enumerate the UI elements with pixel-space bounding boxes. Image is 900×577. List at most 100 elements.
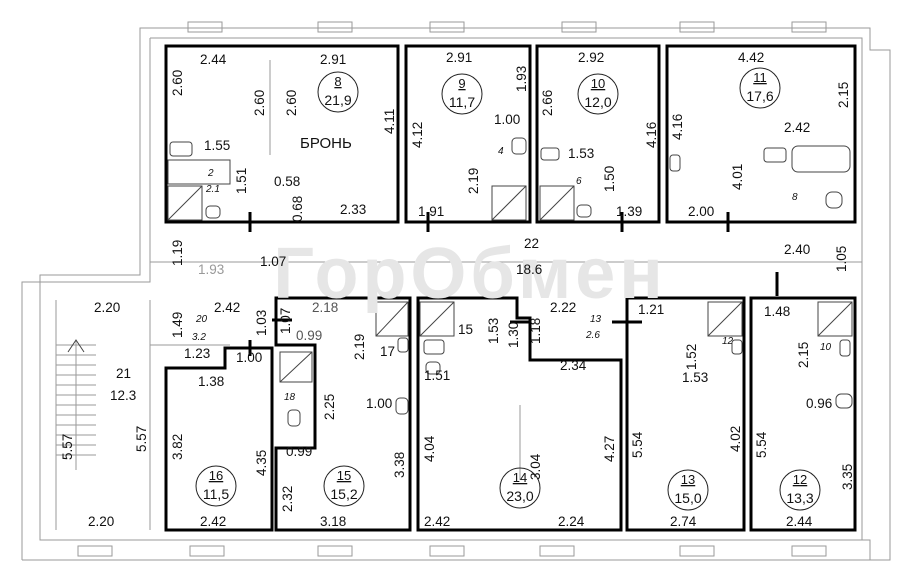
room-16-label[interactable]: 16 11,5: [195, 465, 237, 507]
dim: 12.3: [110, 388, 136, 403]
dim: 1.48: [764, 304, 790, 319]
dim: 22: [524, 236, 539, 251]
room-outlines: [164, 44, 857, 532]
room-16-outline: [164, 346, 274, 532]
dim: 17: [380, 344, 395, 359]
room-9-outline: [404, 44, 532, 224]
dim: 5.57: [60, 434, 75, 460]
dim: 12: [722, 336, 734, 347]
dim: 3.04: [528, 453, 543, 480]
room-12-number: 12: [793, 472, 807, 487]
room-8-area: 21,9: [324, 92, 351, 108]
dim: 2.42: [424, 514, 450, 529]
dim: 1.23: [184, 346, 210, 361]
dim: 21: [116, 366, 131, 381]
dim: 1.50: [602, 166, 617, 192]
dim: 1.53: [682, 370, 708, 385]
reserved-label: БРОНЬ: [300, 135, 352, 152]
dim: 4.27: [602, 436, 617, 462]
dim: 18.6: [516, 262, 542, 277]
dim: 2.6: [585, 330, 600, 341]
room-15-number: 15: [337, 468, 351, 483]
dim: 2.40: [784, 242, 810, 257]
room-11-number: 11: [753, 70, 767, 85]
room-10-outline: [535, 44, 661, 224]
dim: 2.00: [688, 204, 714, 219]
dim: 1.51: [424, 368, 450, 383]
room-11-label[interactable]: 11 17,6: [739, 67, 781, 109]
dim: 1.07: [260, 254, 286, 269]
dim: 1.18: [528, 318, 543, 344]
room-14-number: 14: [513, 470, 527, 485]
room-14-label[interactable]: 14 23,0: [499, 467, 541, 509]
dim: 3.2: [192, 332, 206, 343]
room-8-label[interactable]: 8 21,9: [317, 71, 359, 113]
room-12-area: 13,3: [786, 490, 813, 506]
room-9-label[interactable]: 9 11,7: [441, 73, 483, 115]
dim: 2.20: [94, 300, 120, 315]
dim: 3.18: [320, 514, 346, 529]
dim: 2.20: [88, 514, 114, 529]
dim: 2.91: [446, 50, 472, 65]
dim: 5.54: [754, 431, 769, 458]
dim: 2.19: [466, 168, 481, 194]
dim: 10: [820, 342, 832, 353]
dim: 0.96: [806, 396, 832, 411]
dim: 2.91: [320, 52, 346, 67]
room-8-outline: [164, 44, 400, 224]
dim: 1.53: [486, 318, 501, 344]
dim: 1.19: [170, 240, 185, 266]
room-13-label[interactable]: 13 15,0: [667, 469, 709, 511]
building-outline: [21, 21, 891, 561]
dim: 5.54: [630, 431, 645, 458]
dim: 13: [590, 314, 602, 325]
room-15-label[interactable]: 15 15,2: [323, 465, 365, 507]
dim: 4.35: [254, 450, 269, 476]
dim: 2.18: [312, 300, 338, 315]
dim: 2.1: [205, 184, 220, 195]
room-16-number: 16: [209, 468, 223, 483]
dim: 0.58: [274, 174, 300, 189]
dim: 1.07: [278, 308, 293, 334]
room-labels: 8 21,9 БРОНЬ 9 11,7 10 12,0 11 17,6 12 1…: [195, 67, 821, 511]
room-16-area: 11,5: [203, 486, 229, 502]
room-10-label[interactable]: 10 12,0: [577, 73, 619, 115]
dim: 2.60: [284, 90, 299, 116]
dim: 3.35: [840, 464, 855, 490]
dim: 3.38: [392, 452, 407, 478]
dim: 2.15: [836, 82, 851, 108]
dim: 2.60: [252, 90, 267, 116]
room-14-area: 23,0: [506, 488, 533, 504]
dim: 1.91: [418, 204, 444, 219]
dim: 2.25: [322, 394, 337, 420]
dim: 2.74: [670, 514, 697, 529]
dim: 0.99: [296, 328, 322, 343]
dim: 2.32: [280, 486, 295, 512]
dimension-labels: 2.44 2.91 2.60 2.60 2.60 4.11 1.55 1.51 …: [60, 50, 855, 529]
dim: 2.22: [550, 300, 576, 315]
dim: 2.34: [560, 358, 587, 373]
room-15-area: 15,2: [330, 486, 357, 502]
room-14-outline: [416, 296, 623, 532]
dim: 2.42: [200, 514, 226, 529]
dim: 3.82: [170, 434, 185, 460]
room-12-label[interactable]: 12 13,3: [779, 469, 821, 511]
dim: 2: [207, 168, 214, 179]
room-13-outline: [625, 296, 746, 532]
room-8-number: 8: [334, 74, 341, 89]
dim: 2.92: [578, 50, 604, 65]
dim: 2.44: [200, 52, 227, 67]
dim: 4.42: [738, 50, 764, 65]
room-9-area: 11,7: [449, 94, 475, 110]
dim: 1.03: [254, 310, 269, 336]
dim: 2.42: [214, 300, 240, 315]
dim: 20: [195, 314, 208, 325]
dim: 15: [458, 322, 473, 337]
dim: 2.42: [784, 120, 810, 135]
dim: 2.15: [796, 342, 811, 368]
room-15-outline: [274, 296, 412, 532]
stair-arrow-icon: [67, 339, 85, 353]
room-9-number: 9: [458, 76, 465, 91]
stair-steps: [55, 300, 151, 530]
